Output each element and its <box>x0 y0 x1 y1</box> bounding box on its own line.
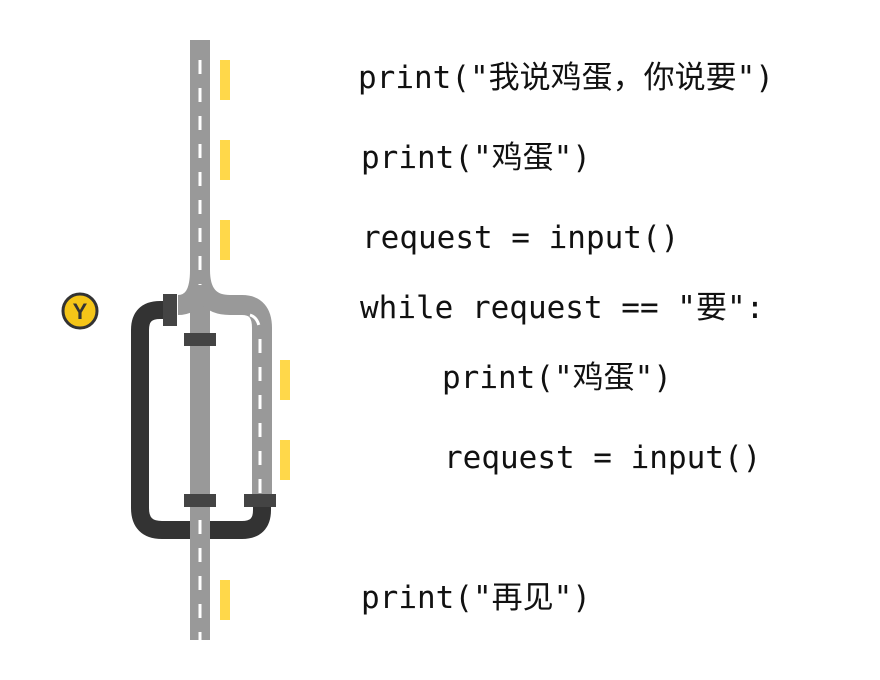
y-badge-letter: Y <box>73 299 88 324</box>
code-line-3: request = input() <box>362 220 680 256</box>
statement-marker <box>280 360 290 400</box>
loop-track <box>131 301 271 539</box>
code-line-2: print("鸡蛋") <box>361 140 591 176</box>
statement-marker <box>220 140 230 180</box>
junction-cap-left <box>163 294 177 326</box>
code-line-4: while request == "要": <box>360 290 765 326</box>
statement-marker <box>220 220 230 260</box>
statement-marker <box>220 580 230 620</box>
junction-cap-inner-bottom <box>184 494 216 507</box>
statement-marker <box>280 440 290 480</box>
code-line-1: print("我说鸡蛋，你说要") <box>358 60 774 96</box>
code-line-6: request = input() <box>444 440 762 476</box>
code-line-5: print("鸡蛋") <box>442 360 672 396</box>
loop-road-dashes <box>249 313 262 495</box>
fork-left-road <box>176 269 210 315</box>
statement-marker <box>220 60 230 100</box>
code-line-7: print("再见") <box>361 580 591 616</box>
junction-cap-right-bottom <box>244 494 276 507</box>
junction-cap-inner-top <box>184 333 216 346</box>
y-junction-badge: Y <box>61 292 99 330</box>
